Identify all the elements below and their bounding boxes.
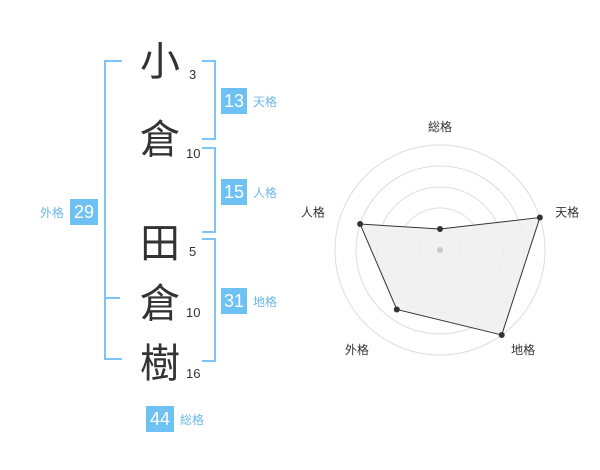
- gaikaku-label: 外格: [40, 206, 65, 220]
- radar-axis-label-1: 天格: [555, 205, 579, 220]
- radar-center-dot: [437, 247, 443, 253]
- radar-axis-label-0: 総格: [428, 119, 452, 134]
- stroke-count-5: 16: [186, 366, 201, 381]
- tenkaku-label: 天格: [253, 95, 278, 109]
- name-char-3: 田: [140, 221, 180, 267]
- radar-point-3: [393, 306, 400, 313]
- chikaku-value-badge: 31: [221, 288, 247, 314]
- name-char-5: 樹: [140, 341, 180, 387]
- name-char-1: 小: [140, 39, 180, 85]
- chikaku-bracket: [202, 238, 216, 362]
- radar-point-2: [498, 331, 505, 338]
- name-char-2: 倉: [140, 117, 180, 163]
- soukaku-value-badge: 44: [146, 406, 174, 432]
- radar-area: [359, 216, 541, 336]
- jinkaku-label: 人格: [253, 186, 278, 200]
- soukaku-label: 総格: [180, 413, 205, 427]
- tenkaku-bracket: [202, 60, 216, 140]
- tenkaku-value-badge: 13: [221, 88, 247, 114]
- stroke-count-2: 10: [186, 146, 201, 161]
- radar-axis-label-2: 地格: [511, 342, 535, 357]
- radar-axis-label-4: 人格: [301, 205, 325, 220]
- radar-point-4: [357, 221, 364, 228]
- stroke-count-1: 3: [189, 67, 197, 82]
- radar-grid-ring: [334, 144, 546, 356]
- radar-axis-label-3: 外格: [345, 342, 369, 357]
- gaikaku-bracket: [104, 60, 122, 360]
- chikaku-label: 地格: [253, 295, 278, 309]
- stroke-count-4: 10: [186, 305, 201, 320]
- name-char-4: 倉: [140, 281, 180, 327]
- jinkaku-bracket: [202, 147, 216, 233]
- jinkaku-value-badge: 15: [221, 179, 247, 205]
- radar-point-0: [437, 226, 443, 232]
- radar-point-1: [536, 214, 543, 221]
- stroke-count-3: 5: [189, 244, 197, 259]
- gaikaku-value-badge: 29: [70, 199, 98, 225]
- gaikaku-bracket-divider: [104, 297, 120, 299]
